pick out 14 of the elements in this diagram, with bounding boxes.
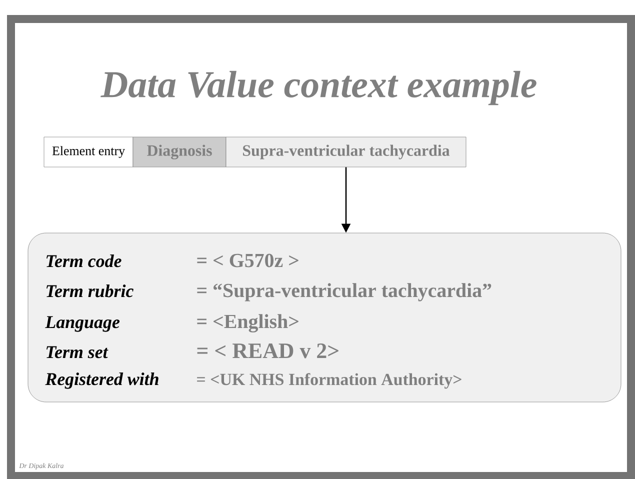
entry-cell: Diagnosis: [132, 136, 226, 168]
title: Data Value context example: [100, 70, 536, 106]
field-name: Term rubric: [46, 284, 134, 298]
field-name: Registered with: [45, 372, 158, 389]
field-value: = < READ v 2>: [197, 344, 338, 358]
entry-cell: Element entry: [44, 136, 134, 168]
field-value: = “Supra-ventricular tachycardia”: [197, 283, 492, 302]
field-value: = < G570z >: [197, 254, 298, 268]
field-name: Language: [45, 316, 120, 332]
field-name: Term set: [46, 346, 108, 358]
field-value: = <English>: [197, 314, 298, 332]
field-name: Term code: [46, 254, 122, 268]
field-value: = <UK NHS Information Authority>: [197, 373, 462, 389]
entry-cell: Supra-ventricular tachycardia: [226, 136, 466, 168]
